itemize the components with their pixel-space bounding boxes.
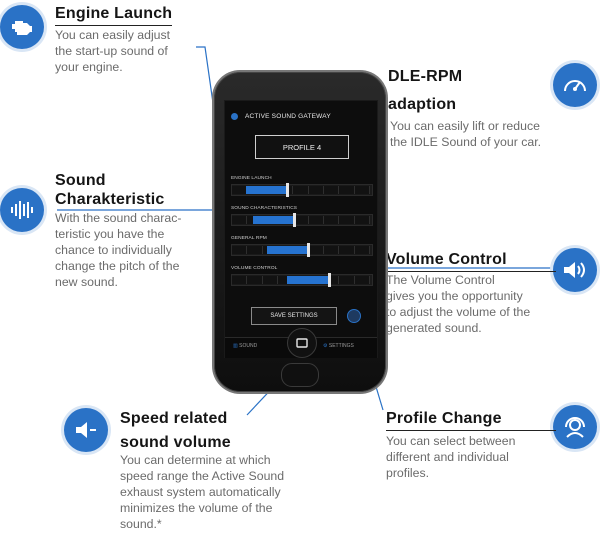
slider-fill (245, 186, 288, 194)
slider-label-general-rpm: General RPM (231, 236, 267, 241)
headset-user-icon (565, 417, 585, 438)
waveform-icon-circle (0, 188, 44, 232)
volume-control-desc: The Volume Control gives you the opportu… (386, 273, 531, 335)
slider-segment (339, 216, 355, 224)
slider-segment (324, 216, 340, 224)
slider-segment (232, 246, 248, 254)
slider-engine-launch[interactable] (231, 183, 373, 197)
slider-handle[interactable] (306, 243, 310, 257)
slider-segment (293, 186, 309, 194)
sound-characteristic-desc: With the sound charac- teristic you have… (55, 211, 182, 289)
slider-sound-characteristics[interactable] (231, 213, 373, 227)
tab-bar: ▥ Sound ⚙ Settings (225, 328, 377, 358)
slider-segment (354, 216, 370, 224)
slider-handle[interactable] (286, 183, 290, 197)
info-icon[interactable] (347, 309, 361, 323)
slider-segment (247, 276, 263, 284)
speaker-low-icon (76, 422, 96, 438)
save-settings-button[interactable]: Save Settings (251, 307, 337, 325)
profile-change-desc: You can select between different and ind… (386, 434, 516, 480)
slider-segment (232, 276, 248, 284)
slider-fill (266, 246, 308, 254)
slider-label-volume-control: Volume Control (231, 266, 278, 271)
slider-segment (339, 186, 355, 194)
slider-segment (247, 246, 263, 254)
volume-control-title: Volume Control (386, 251, 556, 272)
slider-segment (324, 246, 340, 254)
home-button[interactable] (281, 363, 319, 387)
profile-selector[interactable]: Profile 4 (255, 135, 349, 159)
equalizer-icon: ▥ (233, 343, 240, 349)
slider-fill (252, 216, 295, 224)
app-header: Active Sound Gateway (225, 109, 377, 125)
save-settings-label: Save Settings (270, 313, 318, 319)
speaker-high-icon-circle (553, 248, 597, 292)
slider-handle[interactable] (327, 273, 331, 287)
engine-launch-title: Engine Launch (55, 5, 173, 26)
sound-characteristic-title: Sound Charakteristic (55, 172, 165, 208)
tab-settings[interactable]: ⚙ Settings (323, 343, 354, 349)
profile-change-title: Profile Change (386, 410, 556, 431)
slider-label-sound-characteristics: Sound Characteristics (231, 206, 298, 211)
slider-segment (339, 246, 355, 254)
slider-fill (287, 276, 329, 284)
speed-volume-desc: You can determine at which speed range t… (120, 453, 285, 531)
tab-center[interactable] (287, 328, 317, 358)
logo-icon (231, 113, 238, 120)
dle-rpm-desc: You can easily lift or reduce the IDLE S… (390, 119, 542, 149)
profile-label: Profile 4 (282, 142, 322, 152)
speaker-low-icon-circle (64, 408, 108, 452)
slider-segment (354, 246, 370, 254)
slider-segment (324, 276, 340, 284)
dle-rpm-title: DLE-RPM adaption (388, 68, 463, 113)
engine-launch-desc: You can easily adjust the start-up sound… (55, 28, 171, 74)
slider-segment (308, 216, 324, 224)
headset-user-icon-circle (553, 405, 597, 449)
slider-segment (308, 186, 324, 194)
slider-general-rpm[interactable] (231, 243, 373, 257)
slider-handle[interactable] (293, 213, 297, 227)
slider-segment (354, 276, 370, 284)
slider-segment (308, 246, 324, 254)
app-title: Active Sound Gateway (245, 113, 331, 120)
tab-sound[interactable]: ▥ Sound (233, 343, 258, 349)
slider-segment (324, 186, 340, 194)
engine-icon (12, 21, 32, 35)
slider-segment (354, 186, 370, 194)
slider-segment (339, 276, 355, 284)
waveform-icon (11, 201, 33, 219)
phone-icon (296, 338, 308, 348)
slider-volume-control[interactable] (231, 273, 373, 287)
speedometer-icon-circle (553, 63, 597, 107)
speaker-high-icon (564, 262, 585, 278)
slider-segment (232, 216, 248, 224)
slider-segment (293, 216, 309, 224)
engine-icon-circle (0, 5, 44, 49)
slider-label-engine-launch: Engine Launch (231, 176, 272, 181)
speedometer-icon (564, 80, 586, 92)
gear-icon: ⚙ (323, 343, 329, 349)
app-screen: Active Sound Gateway Profile 4 Engine La… (224, 100, 378, 358)
slider-segment (262, 276, 278, 284)
speed-volume-title: Speed related sound volume (120, 410, 231, 451)
